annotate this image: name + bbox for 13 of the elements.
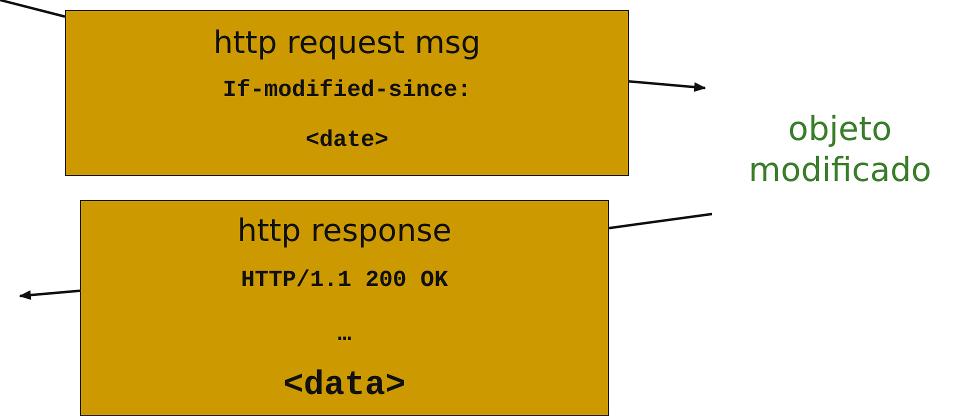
message-line: If-modified-since: <date>: [222, 76, 472, 155]
note-text: objeto modificado: [748, 108, 932, 190]
message-line: HTTP/1.1 200 OK: [240, 266, 448, 295]
message-line: …: [338, 320, 352, 349]
message-title: http request msg: [213, 24, 481, 63]
message-box: [65, 10, 629, 176]
arrow: [18, 289, 80, 300]
arrow: [628, 80, 706, 92]
message-line: <data>: [283, 366, 406, 407]
message-title: http response: [237, 212, 452, 251]
line: [0, 0, 66, 18]
line: [608, 212, 712, 230]
message-box: [80, 200, 609, 416]
